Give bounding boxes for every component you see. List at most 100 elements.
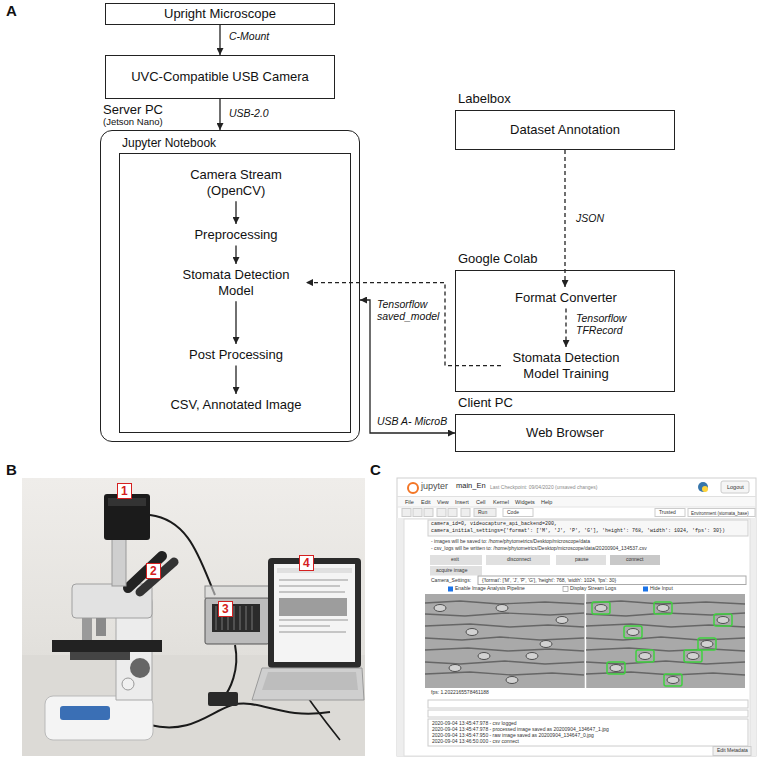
notebook-screenshot-part-part xyxy=(540,641,552,648)
notebook-screenshot-part-part xyxy=(654,602,672,614)
output-line: fps: 1.2022165578461188 xyxy=(431,690,489,696)
log-line: 2020-09-04 13:45:47.978 - csv logged xyxy=(432,721,517,727)
notebook-screenshot-part-part xyxy=(478,653,490,660)
notebook-screenshot-part xyxy=(425,594,745,688)
setup-photo-part xyxy=(140,562,174,592)
notebook-screenshot-part xyxy=(408,483,418,493)
notebook-screenshot-part xyxy=(643,587,648,592)
dashed-arrow xyxy=(564,150,565,287)
setup-photo-part xyxy=(205,598,269,644)
notebook-screenshot-part-part xyxy=(449,665,461,672)
output-line: - images will be saved to: /home/phytome… xyxy=(431,539,590,545)
notebook-screenshot-part-part xyxy=(506,677,518,684)
node-text: Post Processing xyxy=(186,347,286,363)
notebook-screenshot-part-part xyxy=(701,641,713,648)
notebook-screenshot-part xyxy=(478,576,746,585)
device-box: UVC-Compatible USB Camera xyxy=(105,55,335,99)
notebook-screenshot-part xyxy=(398,497,755,507)
process-step: Stomata Detection Model Training xyxy=(501,347,631,384)
notebook-screenshot-part-part xyxy=(610,665,622,672)
log-line: 2020-09-04 13:46:50.000 - csv connect xyxy=(432,739,519,745)
notebook-screenshot-part xyxy=(592,602,732,686)
node-text: Stomata Detection Model xyxy=(166,267,306,298)
notebook-screenshot-part xyxy=(503,509,533,517)
arrow xyxy=(219,99,220,130)
node-text: Format Converter xyxy=(512,290,620,306)
toolbar-text: Run xyxy=(478,510,487,516)
panel-letter: C xyxy=(370,461,381,478)
notebook-screenshot-part xyxy=(397,507,756,508)
notebook-screenshot-part xyxy=(397,496,756,497)
button-text: pause xyxy=(575,557,589,563)
arrow xyxy=(235,246,236,264)
setup-photo-part xyxy=(268,558,361,668)
menu-item: View xyxy=(437,499,449,505)
notebook-screenshot-part xyxy=(563,587,568,592)
notebook-screenshot-part-part xyxy=(624,626,642,638)
notebook-screenshot-part-part xyxy=(496,605,508,612)
notebook-screenshot-part xyxy=(402,509,411,517)
callout-number: 4 xyxy=(299,555,314,571)
setup-photo-part xyxy=(104,494,150,540)
notebook-screenshot-part-part xyxy=(425,624,584,627)
process-step: Stomata Detection Model xyxy=(166,264,306,301)
setup-photo-part xyxy=(112,538,126,586)
checkpoint-text: Last Checkpoint: 09/04/2020 xyxy=(490,485,554,491)
button-text: disconnect xyxy=(507,557,531,563)
status-text: Trusted xyxy=(659,510,676,516)
node-text: Dataset Annotation xyxy=(507,122,623,138)
notebook-screenshot-part-part xyxy=(595,605,607,612)
setup-photo-part xyxy=(277,568,352,573)
notebook-screenshot-part-part xyxy=(636,650,654,662)
dropdown-text: {'format': ['M', 'J', 'P', 'G'], 'height… xyxy=(482,578,616,584)
menu-item: Widgets xyxy=(515,499,535,505)
notebook-screenshot-part-part xyxy=(684,650,702,662)
notebook-screenshot-part xyxy=(428,520,748,536)
edge-label: Tensorflow saved_model xyxy=(376,298,444,322)
notebook-screenshot-part-part xyxy=(667,677,679,684)
notebook-screenshot-part xyxy=(404,519,750,756)
notebook-screenshot-part-part xyxy=(586,648,745,651)
node-text: Stomata Detection Model Training xyxy=(501,350,631,381)
notebook-screenshot-part-part xyxy=(425,672,584,675)
notebook-screenshot-part xyxy=(434,605,729,684)
notebook-screenshot-part xyxy=(610,555,660,565)
notebook-screenshot-part xyxy=(430,566,482,576)
notebook-screenshot-part xyxy=(428,710,748,717)
notebook-screenshot-part-part xyxy=(425,637,584,640)
notebook-screenshot-part-part xyxy=(526,653,538,660)
setup-photo-part xyxy=(150,704,330,728)
button-text: Edit Metadata xyxy=(717,748,748,754)
notebook-screenshot-part xyxy=(655,509,685,517)
notebook-screenshot-part xyxy=(448,509,457,517)
notebook-screenshot-part-part xyxy=(592,602,610,614)
callout-number: 2 xyxy=(146,563,161,579)
checkbox-label: Display Stream Logs xyxy=(570,586,616,592)
field-label: Camera_Settings: xyxy=(431,578,471,584)
arrow xyxy=(235,201,236,224)
menu-item: File xyxy=(405,499,414,505)
menu-item: Edit xyxy=(421,499,430,505)
notebook-screenshot-part xyxy=(425,601,745,675)
client-box: Client PCWeb Browser xyxy=(455,414,675,452)
process-step: Post Processing xyxy=(176,344,296,366)
process-step: Camera Stream (OpenCV) xyxy=(176,164,296,201)
edge-label: USB A- MicroB xyxy=(376,415,448,427)
menu-item: Help xyxy=(541,499,552,505)
panel-letter: A xyxy=(6,2,17,19)
notebook-screenshot-part xyxy=(397,518,756,756)
notebook-screenshot-part-part xyxy=(434,605,446,612)
notebook-screenshot-part-part xyxy=(425,601,584,604)
node-text: CSV, Annotated Image xyxy=(167,397,304,413)
node-heading: Google Colab xyxy=(458,252,538,267)
log-line: 2020-09-04 13:45:47.978 - processed imag… xyxy=(432,727,609,733)
code-line: camera_initial_settings={'format': ['M',… xyxy=(431,529,725,535)
setup-photo-part xyxy=(279,580,348,632)
notebook-screenshot-part xyxy=(556,555,606,565)
notebook-screenshot-part-part xyxy=(425,648,584,651)
callout-number: 3 xyxy=(218,601,233,617)
notebook-screenshot-part xyxy=(713,747,751,756)
notebook-screenshot-part-part xyxy=(556,617,568,624)
device-box: Upright Microscope xyxy=(105,3,335,25)
process-step: Format Converter xyxy=(486,287,646,309)
